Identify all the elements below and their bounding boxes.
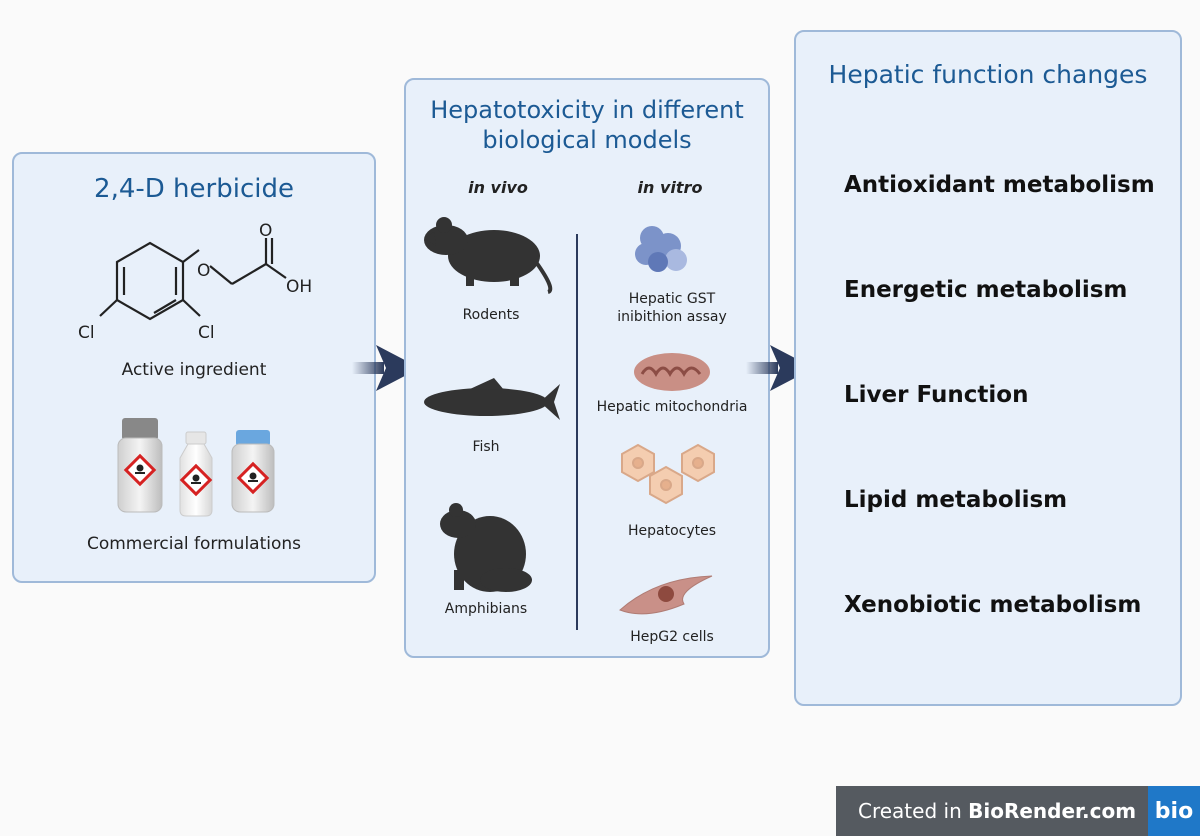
mitochondria-icon [634,353,710,391]
in-vitro-heading: in vitro [637,178,703,197]
bottles-icon [117,418,275,517]
oxygen-ether-label: O [197,261,210,281]
herbicide-panel: 2,4-D herbicide O O OH Cl Cl Active ingr… [12,152,376,583]
models-title-line2: biological models [482,126,692,154]
hepatic-changes-title: Hepatic function changes [828,60,1148,89]
badge-brand: BioRender.com [968,799,1137,823]
vitro-item-hepatocytes: Hepatocytes [627,523,717,539]
commercial-formulations-label: Commercial formulations [86,534,302,554]
column-divider [576,234,578,630]
hepg2-cell-icon [619,575,713,615]
badge-text: Created in BioRender.com [858,799,1136,823]
models-panel: Hepatotoxicity in different biological m… [404,78,770,658]
metric-antioxidant: Antioxidant metabolism [844,172,1155,198]
molecule-structure: O O OH Cl Cl [78,221,312,343]
hepatocytes-icon [621,443,715,505]
chlorine-left-label: Cl [78,323,95,343]
vitro-item-hepg2: HepG2 cells [630,629,714,645]
models-title-line1: Hepatotoxicity in different [430,96,744,124]
vitro-item-gst-line1: Hepatic GST [628,291,716,307]
herbicide-title: 2,4-D herbicide [94,174,294,204]
badge-prefix: Created in [858,799,969,823]
protein-icon [635,226,687,272]
metric-lipid: Lipid metabolism [844,487,1068,513]
oxygen-double-label: O [259,221,272,241]
vivo-item-fish: Fish [472,439,500,455]
chlorine-right-label: Cl [198,323,215,343]
hepatic-changes-panel: Hepatic function changes Antioxidant met… [794,30,1182,706]
metric-xenobiotic: Xenobiotic metabolism [844,592,1142,618]
metric-liver-function: Liver Function [844,382,1029,408]
arrow-right-icon [746,345,814,391]
models-icons [424,217,715,615]
biorender-badge[interactable]: Created in BioRender.com bio [836,786,1200,836]
in-vivo-heading: in vivo [468,178,528,197]
vivo-item-rodents: Rodents [462,307,520,323]
active-ingredient-label: Active ingredient [121,360,267,380]
metric-energetic: Energetic metabolism [844,277,1128,303]
frog-icon [440,503,532,592]
vitro-item-mitochondria: Hepatic mitochondria [596,399,748,415]
vivo-item-amphibians: Amphibians [444,601,528,617]
biorender-logo-icon: bio [1148,786,1200,836]
hydroxyl-label: OH [286,277,312,297]
arrow-right-icon [352,345,420,391]
rodent-icon [424,217,553,294]
vitro-item-gst-line2: inibithion assay [617,309,727,325]
fish-icon [424,378,560,420]
